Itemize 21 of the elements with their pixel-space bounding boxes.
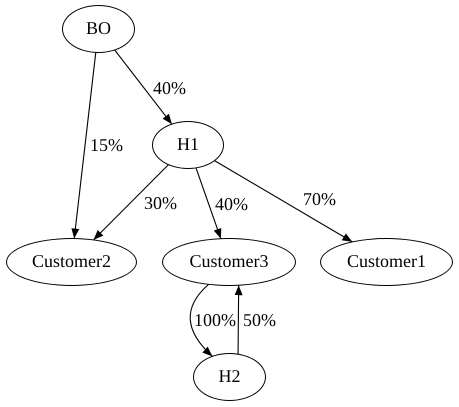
edge-label: 50% [242,311,277,329]
node-label: BO [86,19,111,39]
edge-label: 40% [214,195,249,213]
edge-label: 70% [302,190,337,208]
arrow [196,168,222,239]
node-label: Customer1 [347,252,426,272]
arrow [71,52,96,239]
node-label: H1 [177,135,199,155]
arrow [234,285,243,354]
node-label: Customer3 [190,252,268,272]
arrow [93,164,169,240]
ellipse-node [152,121,224,169]
arrow [214,160,353,242]
edge-label: 30% [143,194,178,212]
arrow [190,284,213,357]
edge-label: 100% [193,311,237,329]
node-label: Customer2 [32,252,111,272]
node-label: H2 [218,367,240,387]
arrow [114,50,172,124]
edge-label: 40% [152,79,187,97]
edge-label: 15% [89,136,124,154]
